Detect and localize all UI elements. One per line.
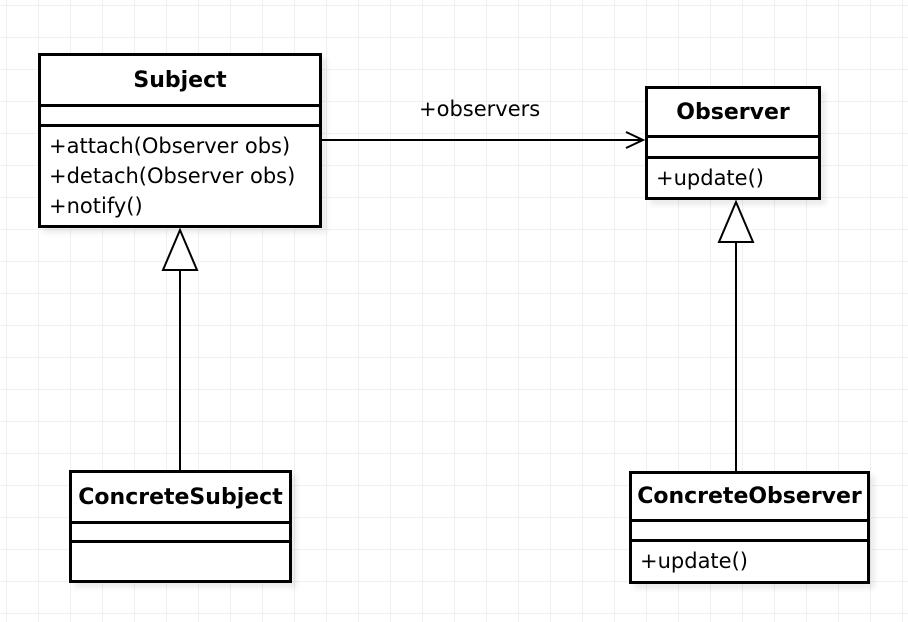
methods-compartment: +update() [648,159,818,197]
uml-class-subject[interactable]: Subject +attach(Observer obs) +detach(Ob… [38,53,322,228]
attributes-compartment [648,138,818,159]
methods-compartment: +attach(Observer obs) +detach(Observer o… [41,127,319,225]
hollow-triangle-icon [161,227,199,271]
method-label: +detach(Observer obs) [49,164,296,188]
association-edge-observers[interactable] [322,131,646,149]
method-label: +update() [640,549,748,573]
method-label: +attach(Observer obs) [49,134,291,158]
generalization-edge-concretesubject-subject[interactable] [161,227,199,470]
methods-compartment: +update() [632,542,867,581]
hollow-triangle-icon [717,199,755,243]
uml-class-concreteobserver[interactable]: ConcreteObserver +update() [629,471,870,584]
method-label: +update() [656,166,764,190]
uml-class-observer[interactable]: Observer +update() [645,86,821,200]
uml-class-concretesubject[interactable]: ConcreteSubject [69,470,292,583]
attributes-compartment [72,524,289,543]
methods-compartment [72,543,289,580]
open-arrowhead-icon [625,131,646,149]
class-name: ConcreteObserver [632,474,867,522]
class-name: Subject [41,56,319,107]
attributes-compartment [41,107,319,127]
generalization-edge-concreteobserver-observer[interactable] [717,199,755,471]
class-name: Observer [648,89,818,138]
method-label: +notify() [49,194,143,218]
class-name: ConcreteSubject [72,473,289,524]
association-label[interactable]: +observers [419,97,541,121]
attributes-compartment [632,522,867,542]
